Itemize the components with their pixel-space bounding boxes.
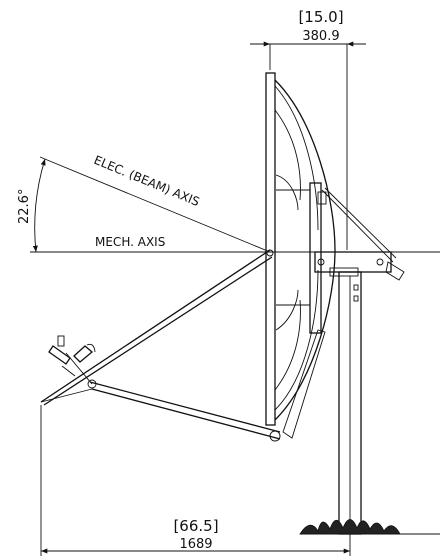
mast-bolt-2: [353, 295, 359, 302]
angle-arc: [32, 158, 46, 253]
feed-horn-assembly: [48, 335, 97, 389]
angle-label: 22.6°: [17, 189, 32, 224]
bottom-length-mm: 1689: [179, 537, 212, 552]
feed-bracket: [61, 365, 76, 377]
upper-pivot: [266, 249, 274, 257]
lower-pivot: [269, 430, 281, 442]
elevation-arm: [314, 251, 392, 273]
lower-brace: [282, 329, 326, 439]
mount-bracket: [309, 182, 405, 334]
dish-strut-b: [275, 289, 299, 331]
mount-plate: [309, 182, 322, 334]
bottom-dimension: [66.5] 1689: [40, 405, 351, 556]
feed-arm-lower-2: [91, 388, 281, 440]
top-width-inches: [15.0]: [298, 8, 343, 26]
dish-rim: [265, 72, 276, 426]
dish-rib-inner-upper: [274, 109, 301, 201]
feed-arm-lower: [89, 381, 281, 433]
elec-beam-axis-line: [39, 156, 271, 253]
grass-tuft: [299, 519, 401, 535]
lnb-connector: [57, 335, 65, 347]
mount-clamp-top: [317, 191, 327, 205]
dish-strut-a: [275, 174, 299, 211]
feed-arm-tip: [40, 388, 93, 403]
feed-horn-lip: [86, 343, 96, 353]
rear-brace: [321, 189, 394, 263]
rear-brace-inner: [324, 187, 397, 259]
lnb-body: [48, 345, 71, 365]
mast-bolt-1: [353, 284, 359, 291]
dish-reflector: [265, 72, 336, 426]
top-width-mm: 380.9: [302, 29, 339, 44]
dish-rib-upper: [274, 85, 319, 231]
mech-axis-label: MECH. AXIS: [95, 235, 165, 249]
axes: ELEC. (BEAM) AXIS MECH. AXIS 22.6°: [17, 153, 440, 253]
feed-horn: [73, 345, 94, 363]
feed-support: [40, 249, 326, 442]
feed-arm-upper-2: [43, 256, 273, 406]
arm-bolt-left: [317, 258, 325, 266]
elec-axis-label: ELEC. (BEAM) AXIS: [92, 153, 202, 209]
dish-rib-lower: [274, 269, 319, 411]
arm-bolt-right: [376, 258, 384, 266]
feed-arm-upper: [40, 249, 271, 403]
support-mast: [299, 271, 440, 535]
adjust-handle: [385, 261, 405, 281]
feed-pivot: [87, 379, 97, 389]
bottom-length-inches: [66.5]: [173, 517, 218, 535]
dish-rib-inner-lower: [274, 299, 301, 391]
dish-back-curve: [274, 79, 336, 421]
